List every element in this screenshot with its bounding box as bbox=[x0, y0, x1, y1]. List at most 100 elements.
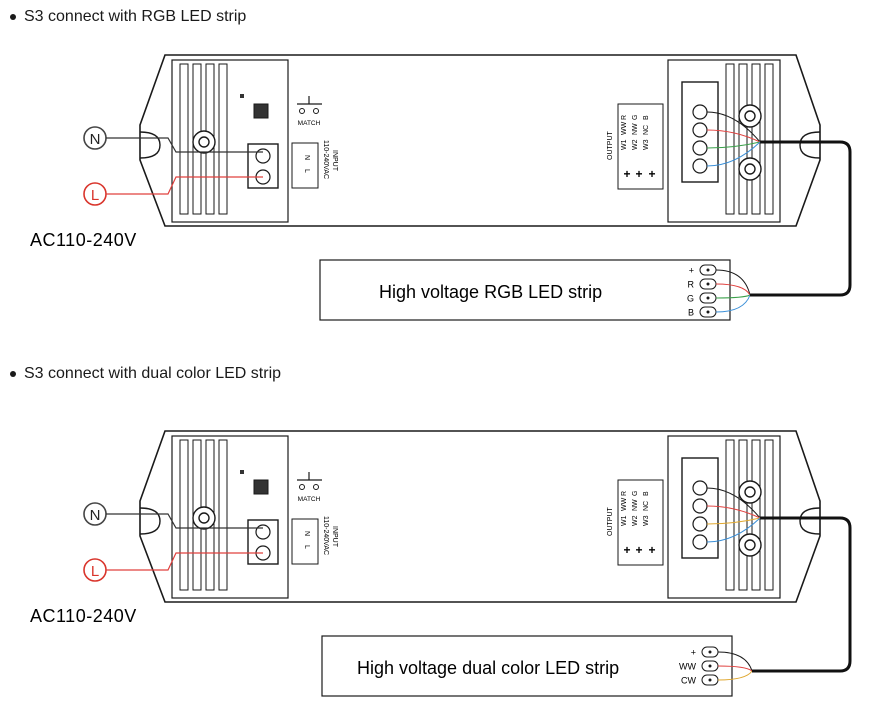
plus-sign: + bbox=[648, 543, 655, 557]
heading-text: S3 connect with dual color LED strip bbox=[24, 365, 282, 382]
switch-contact bbox=[299, 108, 305, 114]
terminal-label-1-b: NW bbox=[632, 123, 639, 135]
led-strip-box bbox=[321, 635, 733, 697]
input-l-label: L bbox=[303, 545, 310, 549]
led-strip-box bbox=[319, 259, 731, 321]
terminal-label-1-c: G bbox=[632, 491, 639, 496]
output-terminal-block bbox=[681, 81, 719, 183]
heat-fin-left bbox=[218, 63, 228, 215]
screw-icon-inner bbox=[744, 163, 756, 175]
match-button-icon bbox=[253, 479, 269, 495]
screw-icon bbox=[738, 157, 762, 181]
input-label-box bbox=[291, 518, 319, 565]
plus-sign: + bbox=[623, 543, 630, 557]
section-heading-rgb: S3 connect with RGB LED strip bbox=[10, 8, 246, 26]
mount-notch-right bbox=[799, 131, 821, 159]
n-label: N bbox=[90, 507, 101, 524]
screw-icon bbox=[738, 533, 762, 557]
strip-terminal-label-0: + bbox=[691, 648, 696, 658]
strip-terminal-label-2: G bbox=[687, 294, 694, 304]
match-button-icon bbox=[253, 103, 269, 119]
led-indicator-icon bbox=[240, 470, 244, 474]
screw-icon-inner bbox=[744, 539, 756, 551]
ac-voltage-label: AC110-240V bbox=[30, 230, 137, 250]
strip-wire-2 bbox=[717, 670, 753, 681]
heat-fin-right bbox=[764, 63, 774, 215]
terminal-hole bbox=[255, 524, 271, 540]
input-label: INPUT bbox=[331, 150, 338, 172]
strip-terminal-label-3: B bbox=[688, 308, 694, 318]
terminal-label-0-b: WW bbox=[621, 121, 628, 135]
terminal-label-0-b: WW bbox=[621, 497, 628, 511]
strip-terminal-label-1: R bbox=[688, 280, 695, 290]
output-label: OUTPUT bbox=[607, 131, 614, 161]
screw-icon-inner bbox=[198, 512, 210, 524]
input-voltage-label: 110-240VAC bbox=[322, 516, 329, 555]
output-wire-0 bbox=[706, 111, 761, 143]
input-n-label: N bbox=[303, 155, 310, 160]
strip-terminal-dot bbox=[706, 282, 710, 286]
terminal-hole bbox=[255, 148, 271, 164]
heat-fin-left bbox=[179, 439, 189, 591]
output-wire-0 bbox=[706, 487, 761, 519]
strip-wire-0 bbox=[717, 651, 753, 672]
output-label-box bbox=[617, 479, 664, 566]
terminal-label-0-c: R bbox=[621, 491, 628, 496]
terminal-label-2-a: W3 bbox=[643, 515, 650, 526]
output-wire-1 bbox=[706, 129, 761, 143]
terminal-label-0-a: W1 bbox=[621, 515, 628, 526]
switch-contact bbox=[313, 108, 319, 114]
heading-text: S3 connect with RGB LED strip bbox=[24, 8, 247, 25]
strip-wire-3 bbox=[715, 294, 751, 313]
screw-icon-inner bbox=[744, 486, 756, 498]
strip-terminal-label-0: + bbox=[689, 266, 694, 276]
input-label-box bbox=[291, 142, 319, 189]
heat-fin-right bbox=[738, 63, 748, 215]
strip-wire-2 bbox=[715, 294, 751, 299]
match-label: MATCH bbox=[298, 120, 321, 127]
strip-terminal-label-2: CW bbox=[681, 676, 696, 686]
input-terminal-block bbox=[247, 143, 279, 189]
ac-voltage-label: AC110-240V bbox=[30, 606, 137, 626]
input-terminal-block bbox=[247, 519, 279, 565]
screw-icon bbox=[192, 130, 216, 154]
screw-icon-inner bbox=[198, 136, 210, 148]
strip-terminal-dot bbox=[708, 664, 712, 668]
terminal-label-2-b: NC bbox=[643, 501, 650, 511]
switch-contact bbox=[299, 484, 305, 490]
led-strip-label: High voltage dual color LED strip bbox=[357, 658, 619, 678]
terminal-label-2-b: NC bbox=[643, 125, 650, 135]
screw-icon bbox=[192, 506, 216, 530]
strip-wire-1 bbox=[717, 665, 753, 672]
screw-icon-inner bbox=[744, 110, 756, 122]
main-cable bbox=[752, 516, 852, 673]
strip-wire-0 bbox=[715, 269, 751, 296]
plus-sign: + bbox=[635, 543, 642, 557]
mount-notch-right bbox=[799, 507, 821, 535]
heat-fin-right bbox=[738, 439, 748, 591]
input-l-label: L bbox=[303, 169, 310, 173]
mount-notch-left bbox=[139, 507, 161, 535]
terminal-label-0-c: R bbox=[621, 115, 628, 120]
output-wire-3 bbox=[706, 517, 761, 543]
input-compartment bbox=[171, 59, 289, 223]
l-label: L bbox=[91, 187, 99, 204]
l-label: L bbox=[91, 563, 99, 580]
neutral-wire bbox=[106, 513, 263, 529]
plus-sign: + bbox=[648, 167, 655, 181]
bullet-icon bbox=[10, 370, 16, 377]
strip-terminal-dot bbox=[706, 310, 710, 314]
terminal-label-1-b: NW bbox=[632, 499, 639, 511]
bullet-icon bbox=[10, 13, 16, 20]
strip-terminal-label-1: WW bbox=[679, 662, 696, 672]
mount-notch-left bbox=[139, 131, 161, 159]
output-label: OUTPUT bbox=[607, 507, 614, 537]
plus-sign: + bbox=[635, 167, 642, 181]
strip-terminal-dot bbox=[706, 268, 710, 272]
output-wire-2 bbox=[706, 517, 761, 525]
live-wire bbox=[106, 176, 263, 195]
